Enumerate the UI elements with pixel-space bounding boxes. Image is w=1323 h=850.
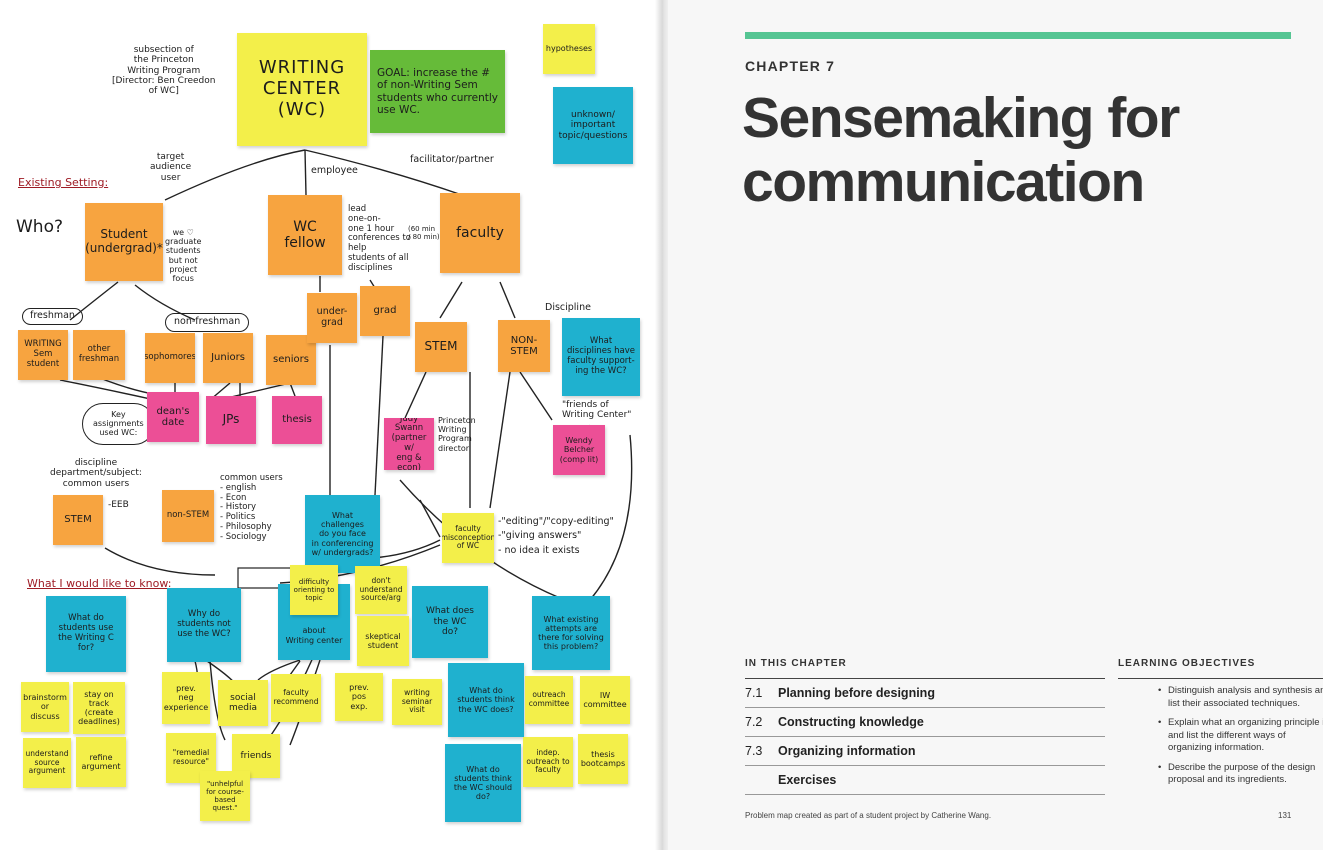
figure-caption: Problem map created as part of a student… bbox=[745, 811, 992, 820]
ink-princeton-writing-director: Princeton Writing Program director bbox=[438, 416, 476, 453]
sticky-friends: friends bbox=[232, 734, 280, 778]
learning-objective-item: Distinguish analysis and synthesis and l… bbox=[1158, 685, 1323, 710]
sticky-grad: grad bbox=[360, 286, 410, 336]
sticky-why-not-use: Why do students not use the WC? bbox=[167, 588, 241, 662]
ink-we-love-grad: we ♡ graduate students but not project f… bbox=[165, 228, 202, 283]
sticky-difficulty-orienting: difficulty orienting to topic bbox=[290, 565, 338, 615]
ink-lead-conferences: lead one-on- one 1 hour conferences to h… bbox=[348, 204, 411, 273]
sticky-dont-understand: don't understand source/arg bbox=[355, 566, 407, 614]
learning-objective-item: Explain what an organizing principle is … bbox=[1158, 717, 1323, 755]
ink-discipline: Discipline bbox=[545, 302, 591, 313]
sticky-what-existing: What existing attempts are there for sol… bbox=[532, 596, 610, 670]
toc-title: Organizing information bbox=[778, 744, 916, 758]
sticky-brainstorm: brainstorm or discuss bbox=[21, 682, 69, 732]
sticky-what-do-students-use: What do students use the Writing C for? bbox=[46, 596, 126, 672]
ink-facilitator: facilitator/partner bbox=[410, 154, 494, 165]
ink-subsection: subsection of the Princeton Writing Prog… bbox=[112, 45, 216, 97]
sticky-unhelpful: "unhelpful for course- based quest." bbox=[200, 771, 250, 821]
sticky-seniors: seniors bbox=[266, 335, 316, 385]
sticky-thesis: thesis bbox=[272, 396, 322, 444]
toc-number: 7.3 bbox=[745, 744, 763, 758]
sticky-writing-seminar-visit: writing seminar visit bbox=[392, 679, 442, 725]
toc-number: 7.1 bbox=[745, 686, 763, 700]
learning-objectives-heading: LEARNING OBJECTIVES bbox=[1118, 658, 1256, 669]
sticky-understand-source: understand source argument bbox=[23, 738, 71, 788]
ink-existing-setting: Existing Setting: bbox=[18, 176, 109, 189]
sticky-goal: GOAL: increase the # of non-Writing Sem … bbox=[370, 50, 505, 133]
sticky-what-challenges: What challenges do you face in conferenc… bbox=[305, 495, 380, 573]
problem-map-photo: WRITING CENTER (WC) GOAL: increase the #… bbox=[0, 0, 660, 850]
sticky-stem-bottom: STEM bbox=[53, 495, 103, 545]
sticky-student: Student (undergrad)* bbox=[85, 203, 163, 281]
toc-row[interactable]: 7.3 Organizing information bbox=[745, 737, 1105, 766]
toc-row[interactable]: 7.2 Constructing knowledge bbox=[745, 708, 1105, 737]
toc-title: Constructing knowledge bbox=[778, 715, 924, 729]
sticky-what-do-students-think-does: What do students think the WC does? bbox=[448, 663, 524, 737]
sticky-indep-outreach: indep. outreach to faculty bbox=[523, 737, 573, 787]
ink-eeb: -EEB bbox=[108, 500, 129, 510]
sticky-iw-committee: IW committee bbox=[580, 676, 630, 724]
sticky-stem-top: STEM bbox=[415, 322, 467, 372]
page-number: 131 bbox=[1278, 811, 1292, 820]
sticky-writing-sem-student: WRITING Sem student bbox=[18, 330, 68, 380]
toc-row[interactable]: Exercises bbox=[745, 766, 1105, 795]
sticky-faculty-recommend: faculty recommend bbox=[271, 674, 321, 722]
ink-editing: -"editing"/"copy-editing" -"giving answe… bbox=[498, 516, 614, 556]
sticky-prev-neg-experience: prev. neg experience bbox=[162, 672, 210, 724]
toc-row[interactable]: 7.1 Planning before designing bbox=[745, 679, 1105, 708]
sticky-juniors: Juniors bbox=[203, 333, 253, 383]
toc-title: Exercises bbox=[778, 773, 837, 787]
in-this-chapter-list: 7.1 Planning before designing 7.2 Constr… bbox=[745, 678, 1105, 795]
sticky-what-does-wc-do: What does the WC do? bbox=[412, 586, 488, 658]
sticky-judy-swann: Judy Swann (partner w/ eng & econ) bbox=[384, 418, 434, 470]
sticky-unknown-topic: unknown/ important topic/questions bbox=[553, 87, 633, 164]
ink-common-users: common users - english - Econ - History … bbox=[220, 473, 283, 542]
sticky-what-do-students-think-should: What do students think the WC should do? bbox=[445, 744, 521, 822]
sticky-refine-argument: refine argument bbox=[76, 737, 126, 787]
accent-rule bbox=[745, 32, 1291, 39]
sticky-undergrad: under- grad bbox=[307, 293, 357, 343]
sticky-deans-date: dean's date bbox=[147, 392, 199, 442]
book-gutter bbox=[655, 0, 671, 850]
sticky-sophomores: sophomores bbox=[145, 333, 195, 383]
in-this-chapter-heading: IN THIS CHAPTER bbox=[745, 658, 847, 669]
ink-what-i-would-like: What I would like to know: bbox=[27, 577, 172, 590]
sticky-wendy-belcher: Wendy Belcher (comp lit) bbox=[553, 425, 605, 475]
chapter-label: CHAPTER 7 bbox=[745, 58, 836, 74]
ink-friends-of-wc: "friends of Writing Center" bbox=[562, 400, 632, 421]
sticky-outreach-committee: outreach committee bbox=[525, 676, 573, 724]
ink-employee: employee bbox=[311, 165, 358, 176]
sticky-social-media: social media bbox=[218, 680, 268, 726]
ink-non-freshman: non-freshman bbox=[165, 313, 250, 332]
sticky-skeptical-student: skeptical student bbox=[357, 616, 409, 666]
sticky-faculty-misconception: faculty misconception of WC bbox=[442, 513, 494, 563]
ink-sixty-min: (60 min / 80 min) bbox=[408, 225, 440, 242]
sticky-hypotheses: hypotheses bbox=[543, 24, 595, 74]
sticky-thesis-bootcamps: thesis bootcamps bbox=[578, 734, 628, 784]
sticky-stay-on-track: stay on track (create deadlines) bbox=[73, 682, 125, 734]
ink-dept-subject: discipline department/subject: common us… bbox=[50, 458, 142, 489]
sticky-writing-center: WRITING CENTER (WC) bbox=[237, 33, 367, 146]
ink-key-assignments: Key assignments used WC: bbox=[82, 403, 155, 445]
ink-target-user: target audience user bbox=[150, 152, 192, 183]
sticky-prev-pos-exp: prev. pos exp. bbox=[335, 673, 383, 721]
sticky-jps: JPs bbox=[206, 396, 256, 444]
sticky-what-disciplines: What disciplines have faculty support- i… bbox=[562, 318, 640, 396]
sticky-faculty: faculty bbox=[440, 193, 520, 273]
learning-objectives-list: Distinguish analysis and synthesis and l… bbox=[1118, 678, 1323, 794]
learning-objective-item: Describe the purpose of the design propo… bbox=[1158, 762, 1323, 787]
sticky-wc-fellow: WC fellow bbox=[268, 195, 342, 275]
ink-who: Who? bbox=[16, 217, 64, 237]
chapter-opener-page: CHAPTER 7 Sensemaking for communication … bbox=[668, 0, 1323, 850]
sticky-non-stem-top: NON-STEM bbox=[498, 320, 550, 372]
sticky-other-freshman: other freshman bbox=[73, 330, 125, 380]
toc-title: Planning before designing bbox=[778, 686, 935, 700]
sticky-non-stem-bottom: non-STEM bbox=[162, 490, 214, 542]
toc-number: 7.2 bbox=[745, 715, 763, 729]
ink-freshman: freshman bbox=[22, 308, 83, 325]
chapter-title: Sensemaking for communication bbox=[742, 86, 1180, 214]
